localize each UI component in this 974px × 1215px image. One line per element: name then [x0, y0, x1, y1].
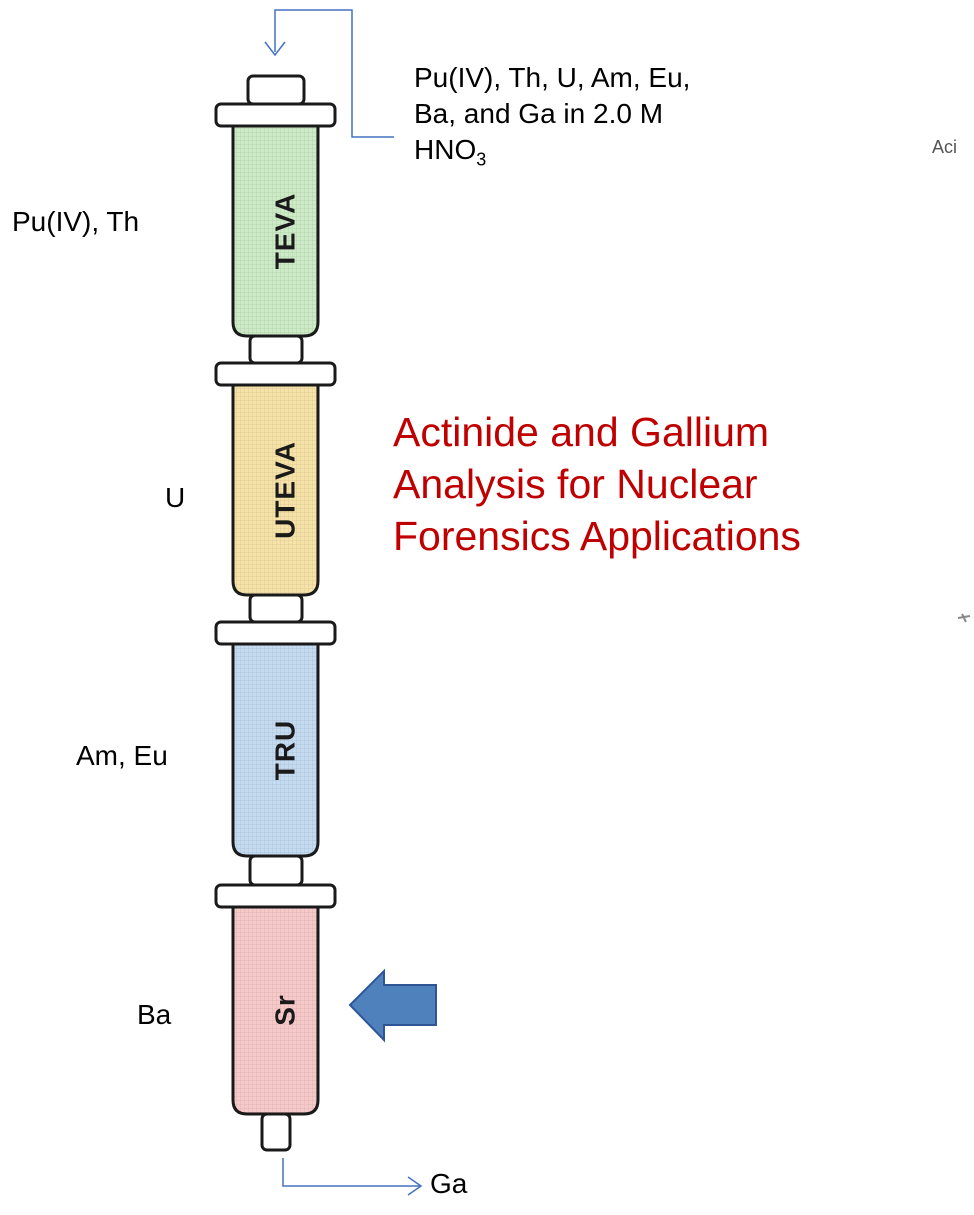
clipped-mark [957, 613, 971, 623]
eluate-flow-line [282, 1158, 420, 1187]
eluate-arrowhead [407, 1176, 423, 1196]
feed-arrowhead [264, 41, 286, 57]
column-tru-cap [214, 620, 337, 646]
eluate-label: Ga [430, 1168, 468, 1199]
column-tru: TRU [214, 620, 337, 858]
retained-teva: Pu(IV), Th [12, 206, 140, 237]
column-sr: Sr [214, 883, 337, 1116]
connector-2 [248, 593, 304, 624]
title-line-2: Analysis for Nuclear [393, 461, 758, 507]
feed-description: Pu(IV), Th, U, Am, Eu, Ba, and Ga in 2.0… [414, 60, 691, 170]
retained-uteva: U [165, 482, 186, 513]
feed-line-1: Pu(IV), Th, U, Am, Eu, [414, 62, 691, 93]
column-sr-cap [214, 883, 337, 909]
highlight-arrow-icon [348, 968, 437, 1043]
title-line-3: Forensics Applications [393, 513, 801, 559]
connector-1 [248, 334, 304, 365]
column-teva-name: TEVA [270, 193, 301, 270]
feed-line-3: HNO3 [414, 134, 487, 170]
column-teva-cap [214, 102, 337, 128]
feed-line-2: Ba, and Ga in 2.0 M [414, 98, 664, 129]
top-nozzle [246, 74, 306, 106]
column-uteva-name: UTEVA [270, 441, 301, 539]
connector-3 [248, 854, 304, 887]
title-line-1: Actinide and Gallium [393, 409, 770, 455]
bottom-nozzle [260, 1112, 292, 1152]
column-uteva: UTEVA [214, 361, 337, 597]
column-sr-name: Sr [270, 994, 301, 1026]
feed-flow-line [274, 9, 394, 138]
column-tru-name: TRU [270, 720, 301, 781]
feed-subscript: 3 [476, 149, 487, 170]
clipped-text: Aci [932, 137, 958, 157]
column-teva: TEVA [214, 102, 337, 338]
retained-sr: Ba [137, 999, 172, 1030]
page-title: Actinide and Gallium Analysis for Nuclea… [393, 406, 801, 562]
retained-tru: Am, Eu [76, 740, 168, 771]
column-uteva-cap [214, 361, 337, 387]
